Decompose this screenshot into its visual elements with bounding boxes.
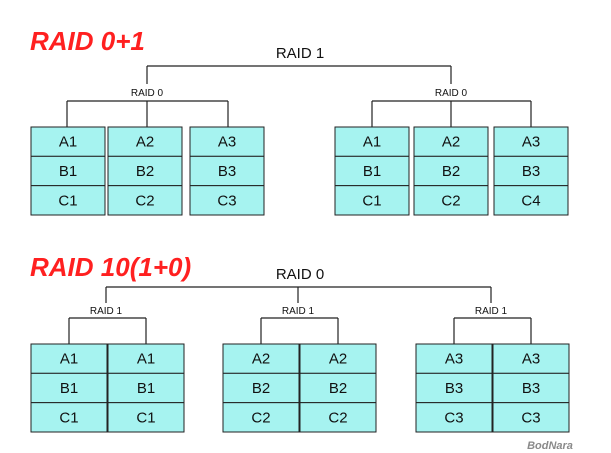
block-label: B1 bbox=[60, 380, 78, 397]
disk-block bbox=[334, 185, 410, 216]
block-label: B1 bbox=[59, 163, 77, 180]
block-label: B2 bbox=[329, 380, 347, 397]
block-label: A3 bbox=[522, 351, 540, 368]
block-label: B3 bbox=[522, 163, 540, 180]
disk-block bbox=[30, 372, 108, 404]
raid10-heading: RAID 10(1+0) bbox=[30, 252, 191, 282]
block-label: C3 bbox=[444, 409, 463, 426]
block-label: C3 bbox=[217, 192, 236, 209]
disk-block bbox=[107, 343, 185, 374]
block-label: C2 bbox=[328, 409, 347, 426]
block-label: C4 bbox=[521, 192, 540, 209]
block-label: A3 bbox=[218, 134, 236, 151]
disk-block bbox=[189, 126, 265, 157]
disk-block bbox=[492, 372, 570, 404]
disk-block bbox=[189, 185, 265, 216]
raid01-left-sub-label: RAID 0 bbox=[131, 88, 164, 99]
block-label: B2 bbox=[252, 380, 270, 397]
block-label: C1 bbox=[59, 409, 78, 426]
disk-block bbox=[30, 155, 106, 187]
disk-block bbox=[107, 402, 185, 433]
disk-block bbox=[299, 343, 377, 374]
watermark-logo: BodNara bbox=[527, 440, 573, 452]
disk-block bbox=[30, 402, 108, 433]
raid10-top-label: RAID 0 bbox=[276, 266, 324, 283]
disk-block bbox=[415, 402, 493, 433]
block-label: A2 bbox=[252, 351, 270, 368]
block-label: C3 bbox=[521, 409, 540, 426]
disk-block bbox=[30, 343, 108, 374]
block-label: B1 bbox=[137, 380, 155, 397]
block-label: A1 bbox=[59, 134, 77, 151]
disk-block bbox=[492, 402, 570, 433]
block-label: B3 bbox=[218, 163, 236, 180]
block-label: C1 bbox=[362, 192, 381, 209]
block-label: B3 bbox=[445, 380, 463, 397]
block-label: A1 bbox=[363, 134, 381, 151]
raid10-sub-label-2: RAID 1 bbox=[282, 306, 315, 317]
block-label: B1 bbox=[363, 163, 381, 180]
block-label: C2 bbox=[441, 192, 460, 209]
disk-block bbox=[413, 185, 489, 216]
disk-block bbox=[334, 155, 410, 187]
disk-block bbox=[493, 155, 569, 187]
disk-block bbox=[415, 343, 493, 374]
disk-block bbox=[493, 126, 569, 157]
disk-block bbox=[493, 185, 569, 216]
disk-block bbox=[107, 126, 183, 157]
disk-block bbox=[222, 343, 300, 374]
disk-block bbox=[107, 185, 183, 216]
block-label: A2 bbox=[442, 134, 460, 151]
disk-block bbox=[492, 343, 570, 374]
disk-block bbox=[189, 155, 265, 187]
block-label: A3 bbox=[445, 351, 463, 368]
block-label: C1 bbox=[58, 192, 77, 209]
disk-block bbox=[30, 126, 106, 157]
disk-block bbox=[334, 126, 410, 157]
block-label: B2 bbox=[136, 163, 154, 180]
disk-block bbox=[299, 402, 377, 433]
disk-block bbox=[413, 155, 489, 187]
block-label: A3 bbox=[522, 134, 540, 151]
block-label: A2 bbox=[329, 351, 347, 368]
block-label: B3 bbox=[522, 380, 540, 397]
disk-block bbox=[107, 372, 185, 404]
block-label: A2 bbox=[136, 134, 154, 151]
raid01-right-sub-label: RAID 0 bbox=[435, 88, 468, 99]
raid10-sub-label-3: RAID 1 bbox=[475, 306, 508, 317]
disk-block bbox=[222, 402, 300, 433]
raid01-heading: RAID 0+1 bbox=[30, 26, 145, 56]
block-label: C1 bbox=[136, 409, 155, 426]
block-label: C2 bbox=[251, 409, 270, 426]
block-label: A1 bbox=[60, 351, 78, 368]
disk-block bbox=[107, 155, 183, 187]
disk-block bbox=[30, 185, 106, 216]
block-label: B2 bbox=[442, 163, 460, 180]
raid01-top-label: RAID 1 bbox=[276, 45, 324, 62]
disk-block bbox=[413, 126, 489, 157]
block-label: C2 bbox=[135, 192, 154, 209]
block-label: A1 bbox=[137, 351, 155, 368]
raid10-sub-label-1: RAID 1 bbox=[90, 306, 123, 317]
